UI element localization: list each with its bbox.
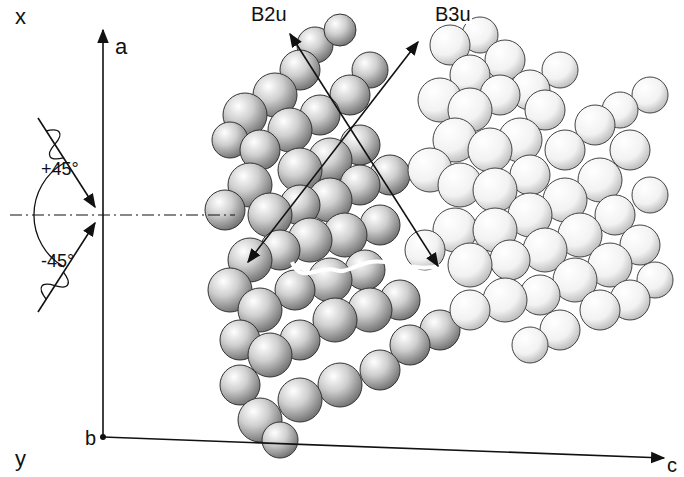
angle-label: +45° [40, 160, 80, 178]
b3u-axis [248, 42, 418, 262]
right-molecule [405, 17, 673, 363]
polarization-label: x [14, 6, 27, 28]
x-beam-arrow [38, 118, 95, 207]
c-axis [103, 437, 664, 458]
trace-line [292, 261, 440, 273]
y-beam-arrow [38, 223, 95, 312]
axis-label: a [114, 36, 128, 58]
axis-label: c [666, 455, 678, 475]
b-axis-dot [100, 434, 106, 440]
angle-label: -45° [40, 252, 75, 270]
axis-label: b [84, 428, 97, 448]
x-wave-symbol [37, 125, 72, 163]
left-molecule [205, 14, 460, 458]
b2u-axis [290, 34, 438, 266]
a-axis [102, 30, 104, 437]
transition-label: B3u [434, 4, 472, 24]
polarization-label: y [14, 448, 27, 470]
y-wave-symbol [37, 266, 72, 304]
dash-dot-line [10, 214, 235, 215]
transition-label: B2u [250, 4, 288, 24]
